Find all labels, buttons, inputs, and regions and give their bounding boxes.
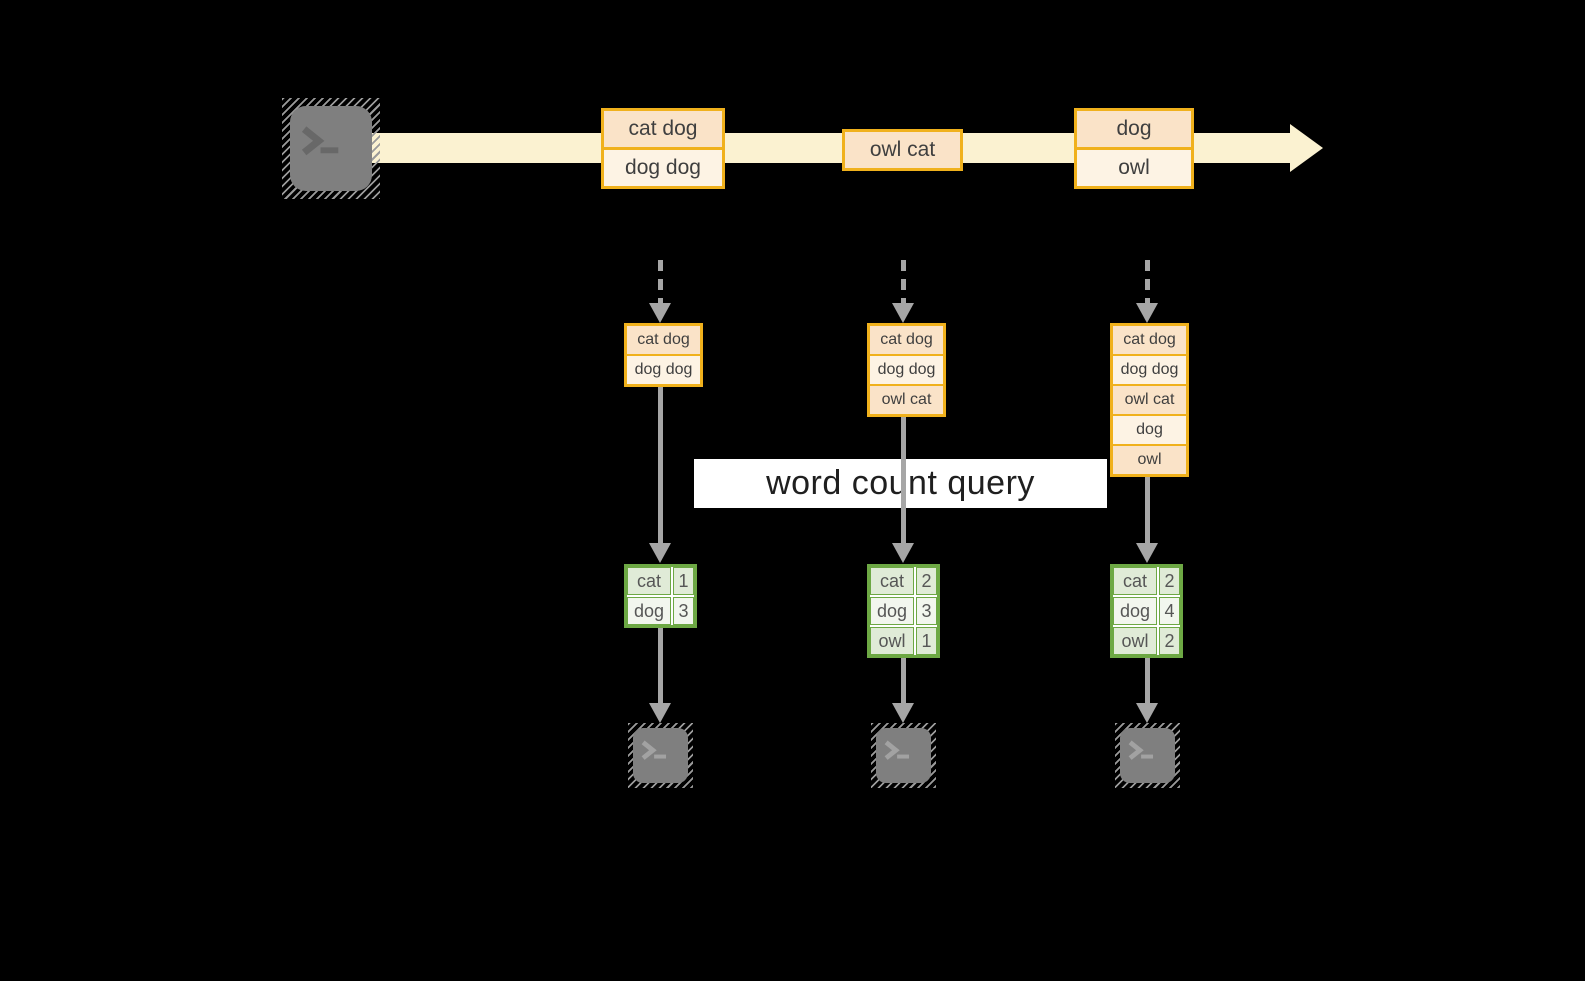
buffered-record: dog dog — [627, 354, 700, 384]
stream-record: owl cat — [845, 132, 960, 168]
count-word: owl — [870, 627, 914, 655]
connector-arrowhead-icon — [892, 543, 914, 563]
input-stack-1: cat dog dog dog — [624, 323, 703, 387]
connector-arrow — [1145, 658, 1150, 703]
terminal-prompt-icon — [1128, 740, 1153, 761]
count-word: dog — [1113, 597, 1157, 625]
connector-arrowhead-icon — [1136, 543, 1158, 563]
input-stack-3: cat dog dog dog owl cat dog owl — [1110, 323, 1189, 477]
count-value: 4 — [1159, 597, 1180, 625]
query-label: word count query — [694, 459, 1107, 508]
buffered-record: dog — [1113, 414, 1186, 444]
dashed-arrowhead-icon — [892, 303, 914, 323]
terminal-prompt-icon — [884, 740, 909, 761]
count-word: cat — [1113, 567, 1157, 595]
source-terminal-icon — [282, 98, 380, 199]
count-word: cat — [870, 567, 914, 595]
terminal-body — [290, 106, 372, 191]
terminal-body — [633, 728, 688, 783]
count-value: 2 — [1159, 567, 1180, 595]
buffered-record: dog dog — [870, 354, 943, 384]
count-value: 3 — [673, 597, 694, 625]
dashed-arrow — [901, 260, 906, 303]
buffered-record: cat dog — [627, 326, 700, 354]
sink-terminal-icon-3 — [1115, 723, 1180, 788]
count-table-2: cat 2 dog 3 owl 1 — [867, 564, 940, 658]
connector-arrowhead-icon — [649, 543, 671, 563]
terminal-body — [1120, 728, 1175, 783]
connector-arrow — [901, 417, 906, 543]
count-word: dog — [870, 597, 914, 625]
count-word: owl — [1113, 627, 1157, 655]
dashed-arrow — [658, 260, 663, 303]
buffered-record: dog dog — [1113, 354, 1186, 384]
buffered-record: cat dog — [870, 326, 943, 354]
buffered-record: owl — [1113, 444, 1186, 474]
terminal-prompt-icon — [641, 740, 666, 761]
count-value: 2 — [916, 567, 937, 595]
buffered-record: cat dog — [1113, 326, 1186, 354]
stream-batch-3: dog owl — [1074, 108, 1194, 189]
count-word: cat — [627, 567, 671, 595]
stream-record: owl — [1077, 147, 1191, 186]
stream-record: dog — [1077, 111, 1191, 147]
stream-record: cat dog — [604, 111, 722, 147]
count-word: dog — [627, 597, 671, 625]
stream-record: dog dog — [604, 147, 722, 186]
buffered-record: owl cat — [1113, 384, 1186, 414]
count-value: 1 — [916, 627, 937, 655]
sink-terminal-icon-2 — [871, 723, 936, 788]
buffered-record: owl cat — [870, 384, 943, 414]
count-table-3: cat 2 dog 4 owl 2 — [1110, 564, 1183, 658]
dashed-arrowhead-icon — [649, 303, 671, 323]
connector-arrow — [658, 628, 663, 703]
connector-arrow — [1145, 477, 1150, 543]
connector-arrow — [901, 658, 906, 703]
stream-arrowhead-icon — [1290, 124, 1323, 172]
dashed-arrowhead-icon — [1136, 303, 1158, 323]
connector-arrow — [658, 387, 663, 543]
terminal-body — [876, 728, 931, 783]
input-stack-2: cat dog dog dog owl cat — [867, 323, 946, 417]
count-value: 1 — [673, 567, 694, 595]
count-value: 2 — [1159, 627, 1180, 655]
connector-arrowhead-icon — [892, 703, 914, 723]
stream-batch-2: owl cat — [842, 129, 963, 171]
sink-terminal-icon-1 — [628, 723, 693, 788]
terminal-prompt-icon — [302, 126, 339, 155]
dashed-arrow — [1145, 260, 1150, 303]
count-value: 3 — [916, 597, 937, 625]
connector-arrowhead-icon — [1136, 703, 1158, 723]
stream-batch-1: cat dog dog dog — [601, 108, 725, 189]
connector-arrowhead-icon — [649, 703, 671, 723]
count-table-1: cat 1 dog 3 — [624, 564, 697, 628]
